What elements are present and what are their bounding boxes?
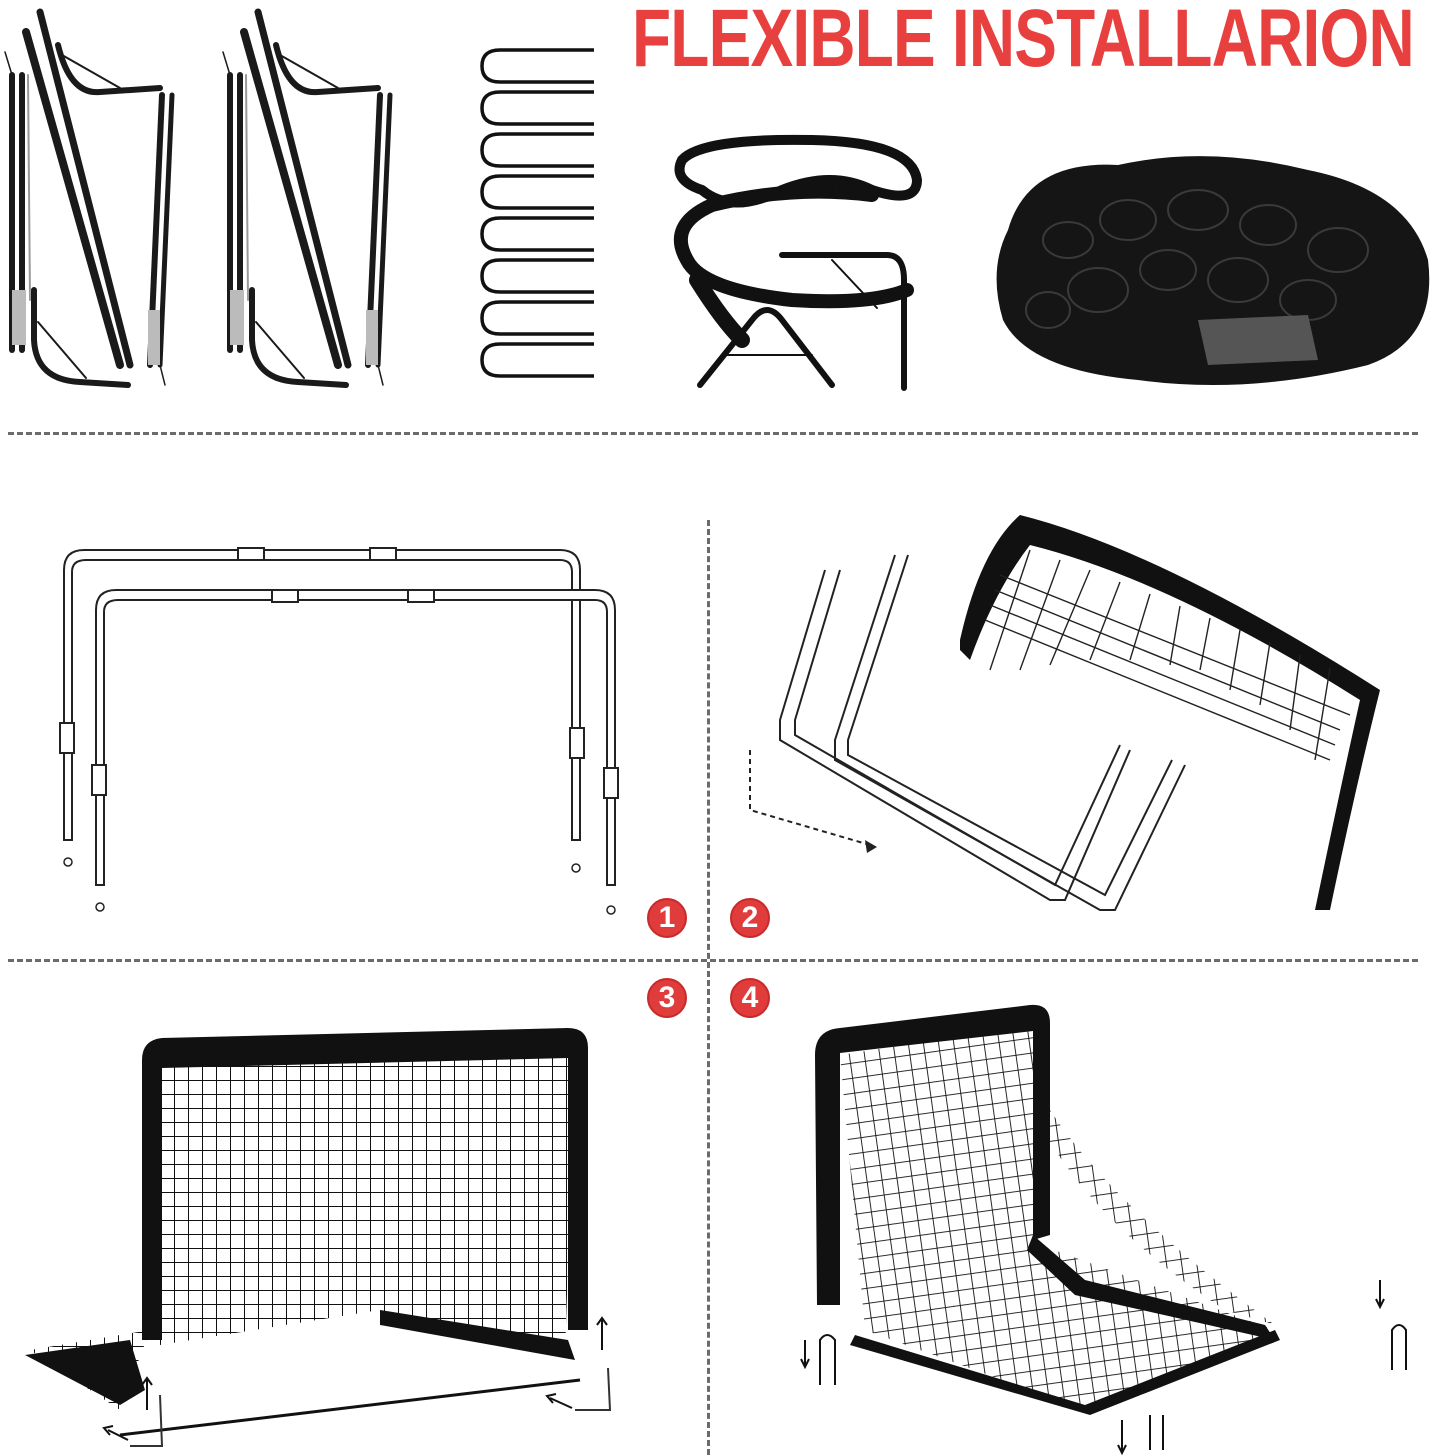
folded-poles-icon <box>4 8 175 388</box>
step-badge-1: 1 <box>647 898 687 938</box>
stake-goal-icon <box>800 1004 1407 1456</box>
section-divider <box>8 959 1418 962</box>
strap-icon <box>673 134 923 391</box>
step-badge-4: 4 <box>730 978 770 1018</box>
folded-poles-icon <box>222 8 393 388</box>
step-badge-2: 2 <box>730 898 770 938</box>
page-title: FLEXIBLE INSTALLARION <box>632 0 1415 84</box>
net-bundle-icon <box>996 156 1430 385</box>
section-divider <box>8 432 1418 435</box>
section-divider-vertical <box>707 520 710 1455</box>
step-badge-3: 3 <box>647 978 687 1018</box>
frame-assembly-icon <box>59 547 619 915</box>
attach-brackets-icon <box>25 1028 612 1447</box>
insert-poles-icon <box>749 515 1380 911</box>
u-stakes-icon <box>480 48 594 378</box>
